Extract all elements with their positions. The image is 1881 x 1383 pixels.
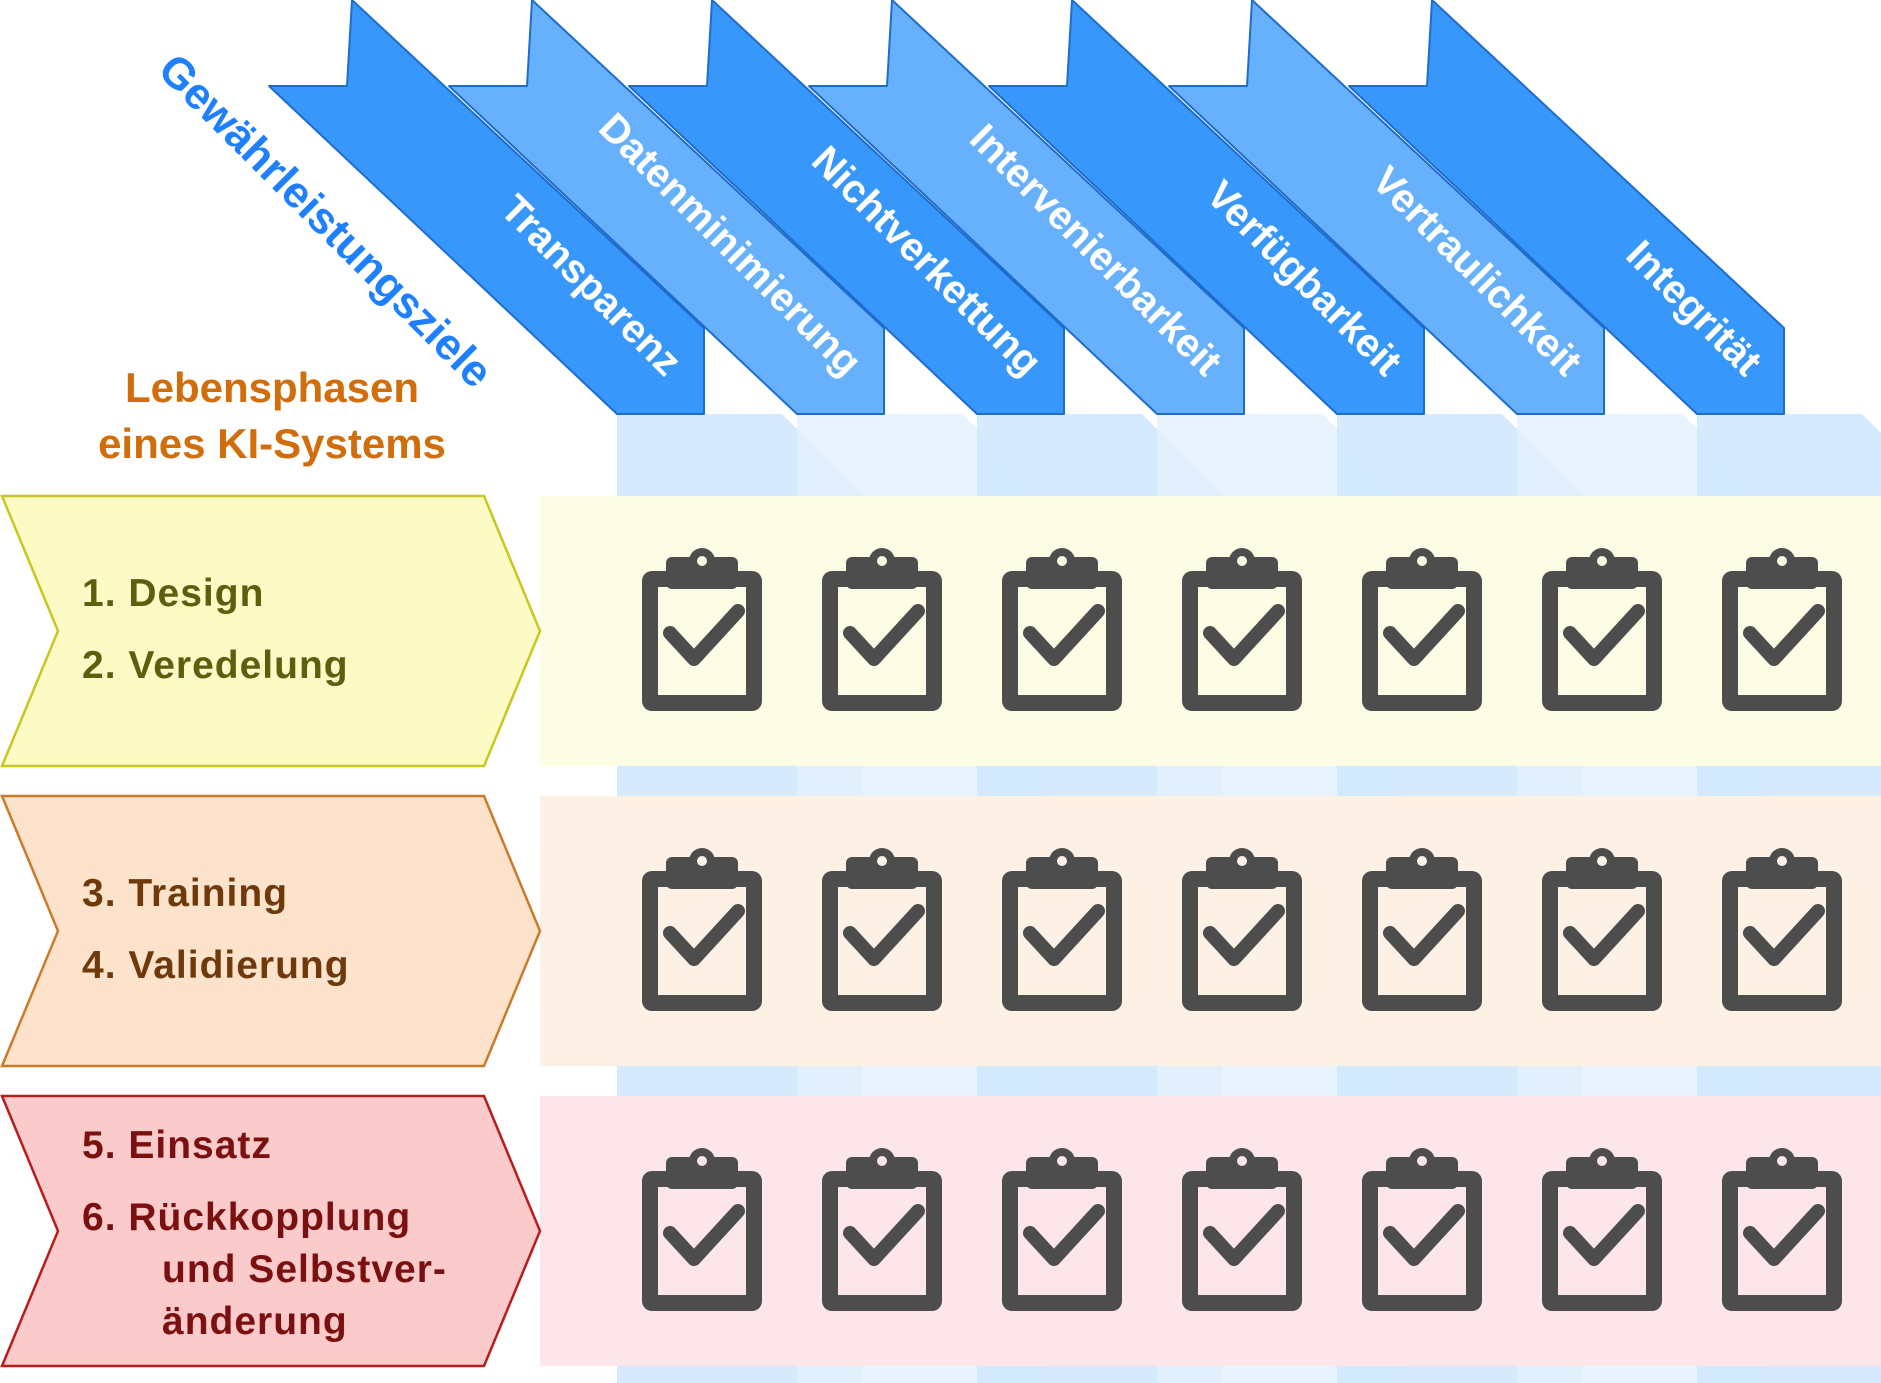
clipboard-check-icon xyxy=(1542,548,1662,711)
phase-label: 1. Design xyxy=(82,572,264,615)
clipboard-check-icon xyxy=(1722,848,1842,1011)
goal-arrows: TransparenzDatenminimierungNichtverkettu… xyxy=(268,0,1785,415)
clipboard-check-icon xyxy=(822,548,942,711)
clipboard-check-icon xyxy=(642,848,762,1011)
checklist-grid xyxy=(642,548,1842,1311)
clipboard-check-icon xyxy=(822,1148,942,1311)
phase-label: und Selbstver- xyxy=(162,1248,447,1291)
clipboard-check-icon xyxy=(642,548,762,711)
phases-heading-line-2: eines KI-Systems xyxy=(98,420,446,467)
phase-chevrons: 1. Design 2. Veredelung 3. Training 4. Vali… xyxy=(0,494,542,1368)
clipboard-check-icon xyxy=(1722,1148,1842,1311)
clipboard-check-icon xyxy=(1722,548,1842,711)
goal-arrow: Vertraulichkeit xyxy=(1168,0,1605,415)
clipboard-check-icon xyxy=(1182,1148,1302,1311)
phase-chevron: 3. Training 4. Validierung xyxy=(0,794,542,1068)
clipboard-check-icon xyxy=(1362,1148,1482,1311)
clipboard-check-icon xyxy=(1182,848,1302,1011)
phase-label: 6. Rückkopplung xyxy=(82,1196,411,1239)
phase-label: 3. Training xyxy=(82,872,288,915)
phase-label: 2. Veredelung xyxy=(82,644,349,687)
clipboard-check-icon xyxy=(1002,848,1122,1011)
clipboard-check-icon xyxy=(1362,848,1482,1011)
clipboard-check-icon xyxy=(642,1148,762,1311)
phase-chevron: 5. Einsatz 6. Rückkopplung und Selbstver-ä… xyxy=(0,1094,542,1368)
phase-label: 5. Einsatz xyxy=(82,1124,272,1167)
phase-chevron: 1. Design 2. Veredelung xyxy=(0,494,542,768)
clipboard-check-icon xyxy=(1002,548,1122,711)
phases-heading-line-1: Lebensphasen xyxy=(125,364,419,411)
clipboard-check-icon xyxy=(1542,848,1662,1011)
clipboard-check-icon xyxy=(1542,1148,1662,1311)
clipboard-check-icon xyxy=(1182,548,1302,711)
clipboard-check-icon xyxy=(1002,1148,1122,1311)
phase-label: änderung xyxy=(162,1300,348,1343)
clipboard-check-icon xyxy=(822,848,942,1011)
clipboard-check-icon xyxy=(1362,548,1482,711)
phase-label: 4. Validierung xyxy=(82,944,350,987)
